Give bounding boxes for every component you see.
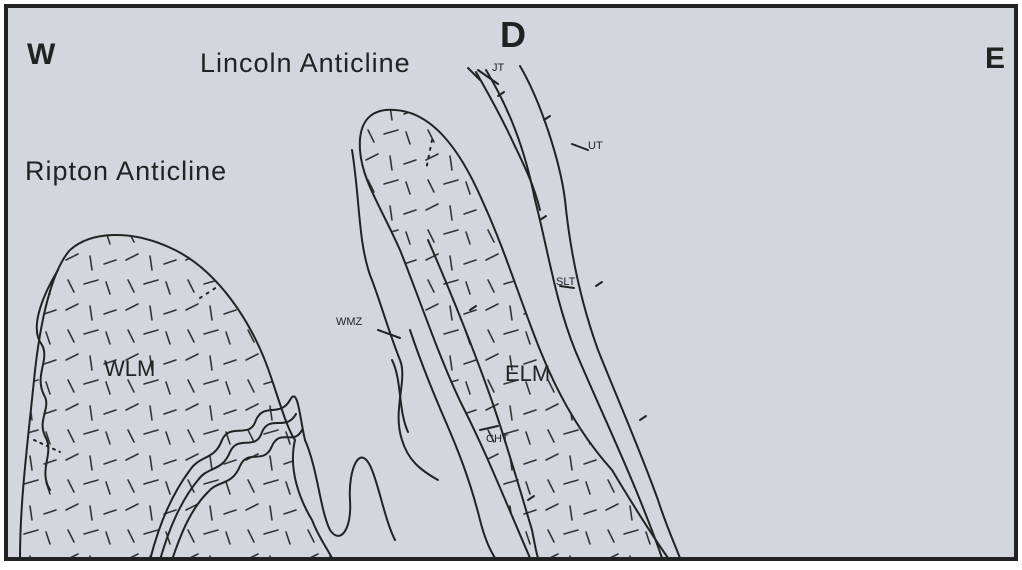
lincoln-anticline-label: Lincoln Anticline [200,48,411,79]
jt-label: JT [492,62,504,74]
ut-label: UT [588,140,603,152]
elm-label: ELM [505,361,550,387]
west-label: W [27,38,55,72]
cht-label: CHT [486,433,509,445]
slt-label: SLT [556,276,575,288]
ripton-anticline-label: Ripton Anticline [25,156,227,187]
wmz-label: WMZ [336,316,362,328]
east-label: E [985,42,1005,76]
wlm-label: WLM [104,356,155,382]
section-letter-d: D [500,14,526,56]
